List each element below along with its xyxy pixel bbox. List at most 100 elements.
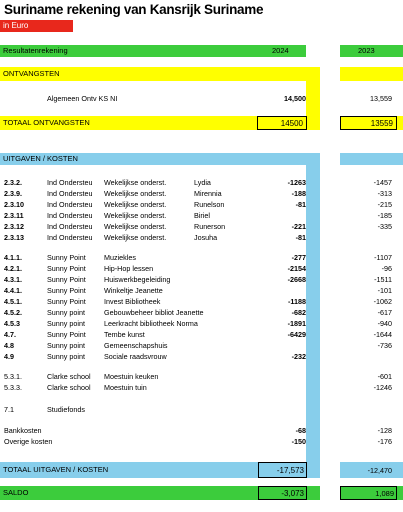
row-2024: -277	[291, 253, 306, 262]
year-2023-header: 2023	[358, 46, 375, 55]
row-2023: -185	[377, 211, 392, 220]
uitgaven-band-2023	[340, 153, 403, 165]
row-code: 2.3.10	[4, 200, 24, 209]
row-2024: -232	[291, 352, 306, 361]
row-2024: -81	[295, 233, 306, 242]
currency-label: in Euro	[0, 20, 73, 32]
resultaten-band: Resultatenrekening 2024	[0, 45, 306, 57]
row-desc: Moestuin tuin	[104, 383, 147, 392]
page-title: Suriname rekening van Kansrijk Suriname	[4, 2, 264, 17]
row-desc: Gebouwbeheer bibliot Jeanette	[104, 308, 204, 317]
row-2023: -335	[377, 222, 392, 231]
row-org: Sunny Point	[47, 275, 86, 284]
row-desc: Wekelijkse onderst.	[104, 200, 167, 209]
row-code: 4.5.3	[4, 319, 20, 328]
totaal-ontvangsten-band	[0, 116, 320, 130]
row-desc: Leerkracht bibliotheek Norma	[104, 319, 198, 328]
ontvangsten-label: ONTVANGSTEN	[3, 69, 60, 78]
row-code: 4.2.1.	[4, 264, 22, 273]
year-2024-header: 2024	[272, 46, 289, 55]
resultaten-label: Resultatenrekening	[3, 46, 68, 55]
row-code: 2.3.11	[4, 211, 24, 220]
ontvangst-2023: 13,559	[370, 94, 392, 103]
row-org: Ind Ondersteu	[47, 189, 93, 198]
row-2024: -682	[291, 308, 306, 317]
row-code: Overige kosten	[4, 437, 53, 446]
row-name: Biriel	[194, 211, 210, 220]
totaal-uitgaven-2024: -17,573	[276, 466, 304, 475]
saldo-2023-box: 1,089	[340, 486, 397, 500]
row-2023: -601	[377, 372, 392, 381]
row-org: Ind Ondersteu	[47, 222, 93, 231]
row-2023: -1457	[373, 178, 392, 187]
row-org: Ind Ondersteu	[47, 200, 93, 209]
row-2024: -6429	[287, 330, 306, 339]
row-name: Lydia	[194, 178, 211, 187]
row-desc: Muziekles	[104, 253, 136, 262]
row-2023: -1107	[374, 253, 392, 262]
row-code: 4.3.1.	[4, 275, 22, 284]
totaal-ontvangsten-2023-box: 13559	[340, 116, 397, 130]
row-desc: Huiswerkbegeleiding	[104, 275, 171, 284]
row-org: Clarke school	[47, 372, 91, 381]
row-org: Sunny point	[47, 308, 85, 317]
row-2023: -313	[377, 189, 392, 198]
row-org: Sunny Point	[47, 253, 86, 262]
row-desc: Winkeltje Jeanette	[104, 286, 163, 295]
totaal-uitgaven-2023: -12,470	[367, 466, 392, 475]
row-desc: Moestuin keuken	[104, 372, 159, 381]
ontvangst-2024: 14,500	[284, 94, 306, 103]
row-2023: -1246	[373, 383, 392, 392]
saldo-label: SALDO	[3, 488, 29, 497]
year-2023-band: 2023	[340, 45, 403, 57]
row-name: Mirennia	[194, 189, 222, 198]
uitgaven-right-bar	[306, 153, 320, 478]
row-2023: -215	[377, 200, 392, 209]
row-2024: -2154	[287, 264, 306, 273]
row-2024: -2668	[287, 275, 306, 284]
row-2023: -1062	[373, 297, 392, 306]
row-desc: Wekelijkse onderst.	[104, 178, 167, 187]
row-2024: -68	[295, 426, 306, 435]
row-org: Sunny Point	[47, 330, 86, 339]
ontvangst-desc: Algemeen Ontv KS NI	[47, 94, 118, 103]
row-desc: Gemeenschapshuis	[104, 341, 168, 350]
row-org: Clarke school	[47, 383, 91, 392]
row-org: Studiefonds	[47, 405, 85, 414]
row-org: Sunny point	[47, 319, 85, 328]
row-desc: Tembe kunst	[104, 330, 145, 339]
row-name: Runerson	[194, 222, 226, 231]
saldo-2024: -3,073	[281, 489, 304, 498]
ontvangsten-right-bar	[306, 67, 320, 130]
row-desc: Wekelijkse onderst.	[104, 222, 167, 231]
row-2023: -617	[377, 308, 392, 317]
row-desc: Wekelijkse onderst.	[104, 189, 167, 198]
row-2024: -81	[295, 200, 306, 209]
uitgaven-label: UITGAVEN / KOSTEN	[3, 154, 78, 163]
row-org: Sunny point	[47, 341, 85, 350]
row-code: 2.3.12	[4, 222, 24, 231]
row-2023: -1511	[374, 275, 392, 284]
totaal-uitgaven-2024-box: -17,573	[258, 462, 307, 478]
row-desc: Wekelijkse onderst.	[104, 233, 167, 242]
row-2024: -188	[291, 189, 306, 198]
row-2024: -221	[291, 222, 306, 231]
row-code: 2.3.13	[4, 233, 24, 242]
row-2023: -736	[377, 341, 392, 350]
row-2023: -96	[381, 264, 392, 273]
totaal-ontvangsten-label: TOTAAL ONTVANGSTEN	[3, 118, 90, 127]
row-code: 4.5.1.	[4, 297, 22, 306]
row-code: 7.1	[4, 405, 14, 414]
row-org: Sunny Point	[47, 297, 86, 306]
row-name: Runelson	[194, 200, 225, 209]
row-desc: Invest Bibliotheek	[104, 297, 161, 306]
row-desc: Sociale raadsvrouw	[104, 352, 167, 361]
row-2023: -1644	[373, 330, 392, 339]
row-2024: -150	[291, 437, 306, 446]
row-name: Josuha	[194, 233, 218, 242]
row-org: Ind Ondersteu	[47, 233, 93, 242]
totaal-ontvangsten-2024-box: 14500	[257, 116, 307, 130]
row-code: 4.4.1.	[4, 286, 22, 295]
row-code: 2.3.2.	[4, 178, 22, 187]
uitgaven-band	[0, 153, 320, 165]
